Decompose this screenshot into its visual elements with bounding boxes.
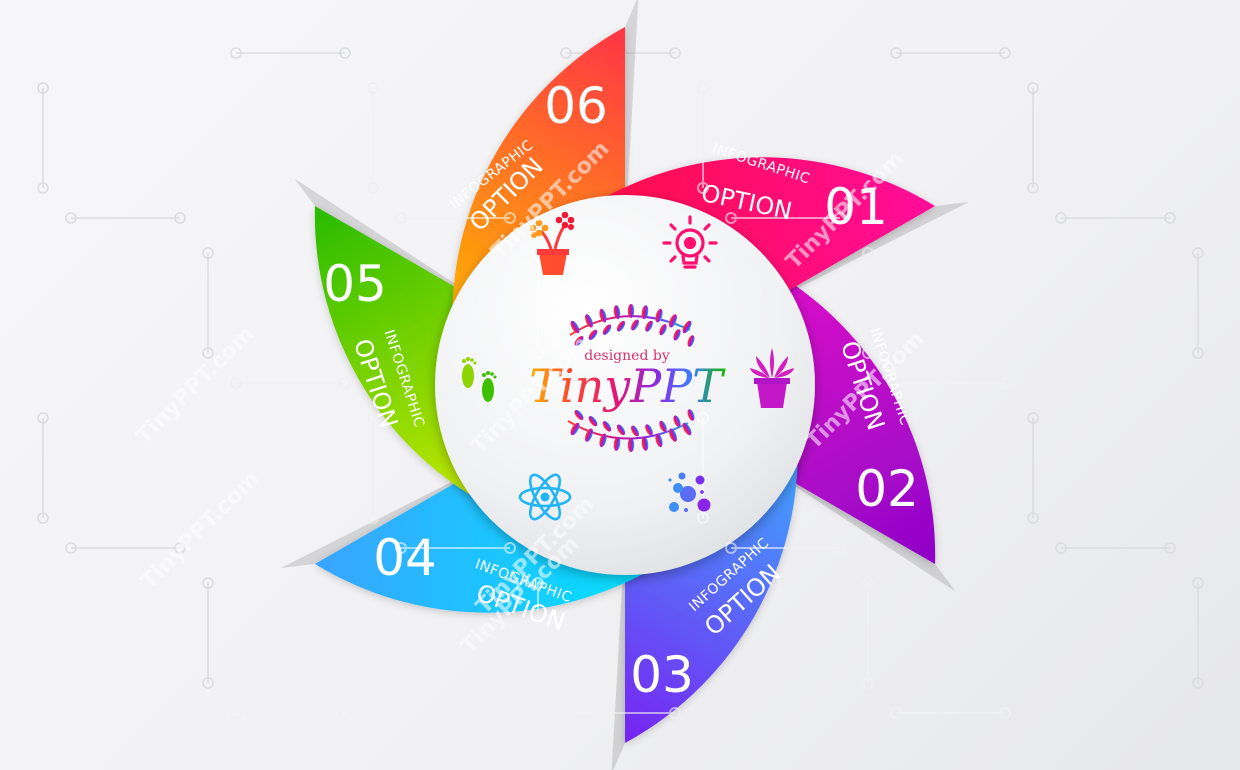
- circuit-grid-overlay: [230, 82, 1011, 719]
- logo-brand: TinyPPT: [529, 359, 726, 413]
- blade-edge-shadow: [754, 201, 970, 310]
- footprints-icon: [462, 357, 497, 402]
- blade-01: [570, 157, 936, 310]
- blade-04: [314, 460, 680, 613]
- blade-edge-shadow: [754, 460, 956, 592]
- blade-edge-shadow: [625, 0, 639, 235]
- blade-edge-shadow: [294, 178, 496, 310]
- atom-icon: [518, 473, 572, 521]
- bubbles-icon: [668, 472, 711, 512]
- blade-edge-shadow: [611, 535, 625, 770]
- laurel-top-icon: [569, 304, 695, 347]
- option-number: 01: [824, 178, 888, 236]
- laurel-bottom-icon: [567, 409, 695, 452]
- lightbulb-gear-icon: [662, 215, 718, 269]
- flower-pot-icon: [529, 211, 575, 275]
- option-number: 02: [855, 460, 919, 518]
- potted-succulent-icon: [750, 348, 794, 408]
- option-number: 06: [544, 77, 608, 135]
- blade-edge-shadow: [280, 460, 496, 569]
- option-number: 03: [630, 646, 694, 704]
- option-number: 04: [373, 529, 437, 587]
- tinyppt-logo: designed by TinyPPT: [529, 304, 726, 452]
- logo-caption: designed by: [584, 348, 670, 364]
- watermark-text: TinyPPT.com: [136, 466, 264, 594]
- option-number: 05: [323, 255, 387, 313]
